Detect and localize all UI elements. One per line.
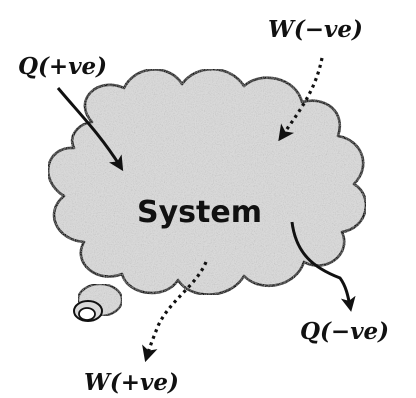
heat-out-label: Q(−ve) — [300, 318, 389, 345]
cloud-tail-bubbles — [73, 282, 124, 322]
work-in-arrow — [278, 57, 324, 142]
system-label: System — [137, 195, 262, 230]
heat-in-arrow — [56, 87, 124, 172]
work-in-label: W(−ve) — [268, 16, 363, 43]
heat-in-label: Q(+ve) — [18, 53, 107, 80]
work-out-label: W(+ve) — [84, 369, 179, 396]
heat-out-arrow — [290, 221, 356, 312]
system-cloud — [46, 67, 368, 296]
